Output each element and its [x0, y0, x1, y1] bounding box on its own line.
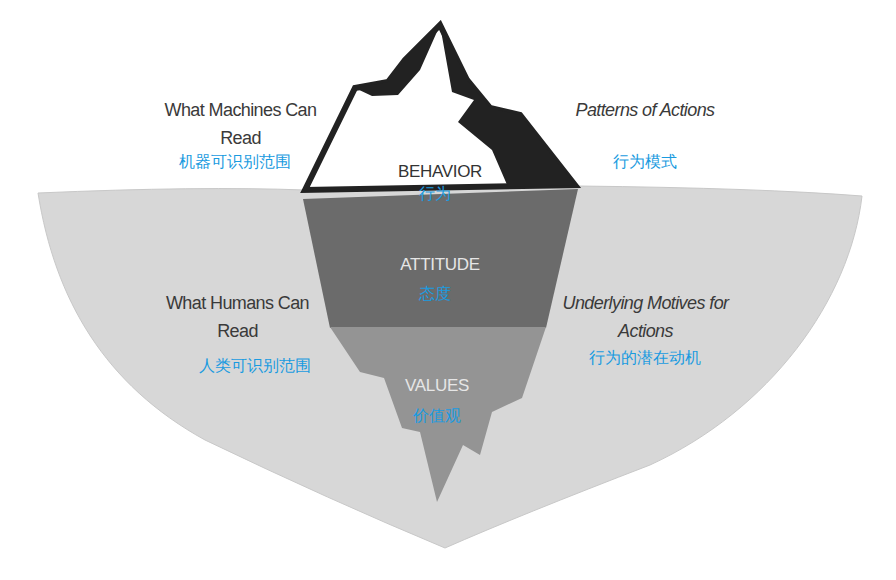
band-shape — [330, 327, 546, 502]
side-label: What Humans Can Read — [150, 289, 325, 345]
iceberg-band: BEHAVIOR行为 — [295, 20, 585, 210]
side-label: 人类可识别范围 — [160, 356, 350, 376]
band-outline — [295, 20, 585, 210]
band-text: ATTITUDE — [340, 255, 540, 275]
band-text: 价值观 — [337, 406, 537, 426]
band-text: BEHAVIOR — [340, 162, 540, 182]
band-shape — [303, 189, 578, 328]
side-label: What Machines Can Read — [158, 96, 323, 152]
iceberg-band: VALUES 价值观 — [325, 326, 550, 508]
band-text: 态度 — [335, 284, 535, 304]
side-label: 机器可识别范围 — [140, 152, 330, 172]
side-label: Underlying Motives for Actions — [553, 289, 738, 345]
iceberg-band: ATTITUDE 态度 — [295, 186, 585, 331]
band-shape — [355, 25, 440, 96]
band-text: 行为 — [335, 184, 535, 204]
side-label: 行为的潜在动机 — [545, 348, 745, 368]
side-label: Patterns of Actions — [560, 96, 730, 124]
side-label: 行为模式 — [560, 152, 730, 172]
band-text: VALUES — [337, 376, 537, 396]
band-shape — [305, 25, 575, 190]
